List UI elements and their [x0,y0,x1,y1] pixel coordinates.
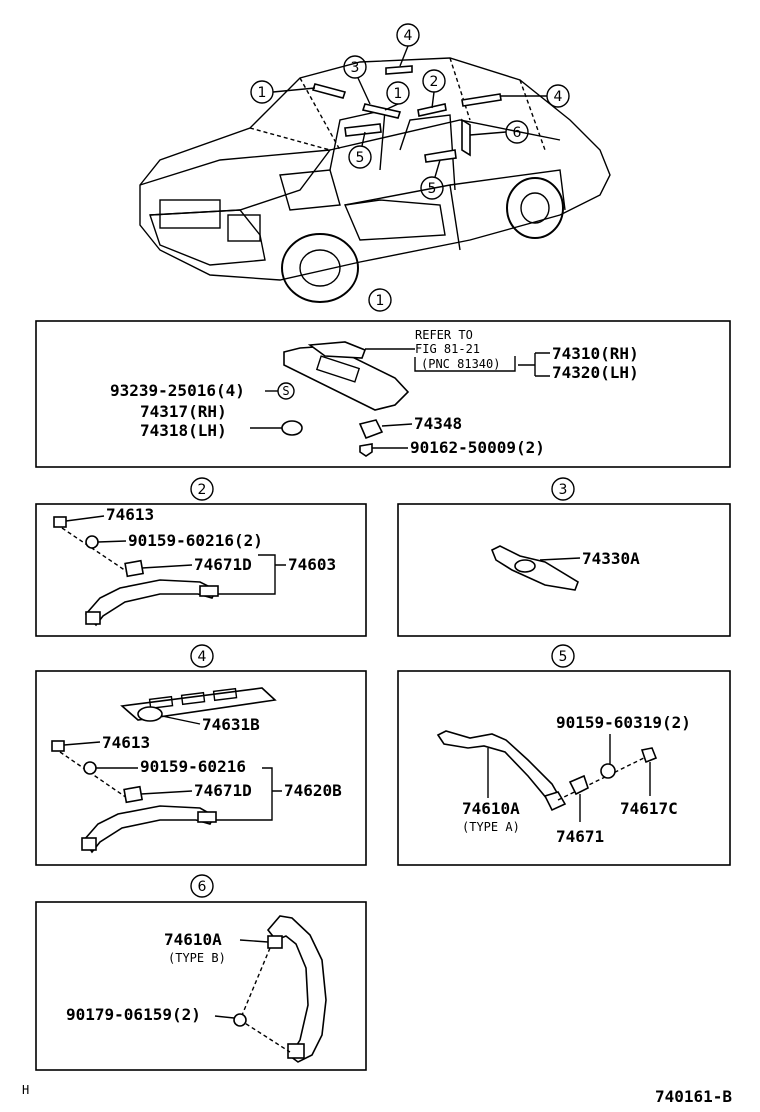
section-1-box [35,320,731,468]
car-overview: 1 1 2 3 4 4 5 [139,23,611,303]
callout-1b: 1 [384,81,410,111]
svg-text:74317(RH): 74317(RH) [140,402,227,421]
footer-left-mark: H [22,1083,29,1097]
svg-text:(TYPE B): (TYPE B) [168,951,226,965]
section-2-box [35,503,367,637]
callout-3: 3 [343,55,371,105]
svg-text:93239-25016(4): 93239-25016(4) [110,381,245,400]
svg-text:6: 6 [198,879,207,895]
section-6-box [35,901,367,1071]
svg-text:1: 1 [394,86,403,102]
sun-visor-shape [283,345,410,411]
svg-text:REFER TO: REFER TO [415,328,473,342]
svg-text:90159-60319(2): 90159-60319(2) [556,713,691,732]
svg-text:4: 4 [404,28,413,44]
svg-text:74613: 74613 [102,733,150,752]
section-5-box [397,670,731,866]
svg-text:74671: 74671 [556,827,604,846]
section-6-content: 74610A (TYPE B) 90179-06159(2) [66,915,327,1063]
svg-text:74610A: 74610A [462,799,520,818]
svg-text:74631B: 74631B [202,715,260,734]
svg-text:90179-06159(2): 90179-06159(2) [66,1005,201,1024]
svg-text:74671D: 74671D [194,555,252,574]
svg-text:6: 6 [513,125,522,141]
svg-text:5: 5 [356,150,365,166]
callout-4a: 4 [396,23,420,67]
svg-text:74320(LH): 74320(LH) [552,363,639,382]
svg-text:90159-60216: 90159-60216 [140,757,246,776]
svg-text:S: S [282,384,289,398]
svg-text:74348: 74348 [414,414,462,433]
section-3-box [397,503,731,637]
svg-text:74617C: 74617C [620,799,678,818]
svg-text:3: 3 [559,482,568,498]
svg-text:74330A: 74330A [582,549,640,568]
callout-5b: 5 [420,159,444,200]
svg-text:74310(RH): 74310(RH) [552,344,639,363]
svg-text:74613: 74613 [106,505,154,524]
section-4-content: 74631B 74613 90159-60216 74671D 74620B [51,687,342,854]
svg-text:2: 2 [430,74,439,90]
svg-text:(PNC 81340): (PNC 81340) [421,357,500,371]
svg-text:(TYPE A): (TYPE A) [462,820,520,834]
section-2-content: 74613 90159-60216(2) 74671D 74603 [53,505,336,627]
section-5-content: 74610A (TYPE A) 74671 90159-60319(2) 746… [436,713,691,846]
callout-4b: 4 [500,84,570,108]
figure-code: 740161-B [655,1087,732,1106]
svg-text:5: 5 [559,649,568,665]
svg-text:74603: 74603 [288,555,336,574]
section-1-content: REFER TO FIG 81-21 (PNC 81340) 74310(RH)… [110,328,639,457]
section-6-marker: 6 [190,874,214,898]
svg-text:1: 1 [376,293,385,309]
svg-text:2: 2 [198,482,207,498]
section-5-marker: 5 [551,644,575,668]
section-4-marker: 4 [190,644,214,668]
svg-text:FIG 81-21: FIG 81-21 [415,342,480,356]
section-4-box [35,670,367,866]
section-3-marker: 3 [551,477,575,501]
callout-6: 6 [469,120,529,144]
svg-text:4: 4 [198,649,207,665]
section-1-marker: 1 [368,288,392,312]
svg-text:4: 4 [554,89,563,105]
section-3-content: 74330A [490,545,640,591]
section-2-marker: 2 [190,477,214,501]
svg-text:3: 3 [351,60,360,76]
svg-text:5: 5 [428,181,437,197]
callout-5a: 5 [348,131,372,169]
svg-text:74671D: 74671D [194,781,252,800]
svg-text:74610A: 74610A [164,930,222,949]
svg-text:74620B: 74620B [284,781,342,800]
svg-text:74318(LH): 74318(LH) [140,421,227,440]
callout-2: 2 [422,69,446,109]
svg-text:1: 1 [258,85,267,101]
svg-text:90162-50009(2): 90162-50009(2) [410,438,545,457]
callout-1a: 1 [250,80,316,104]
svg-text:90159-60216(2): 90159-60216(2) [128,531,263,550]
